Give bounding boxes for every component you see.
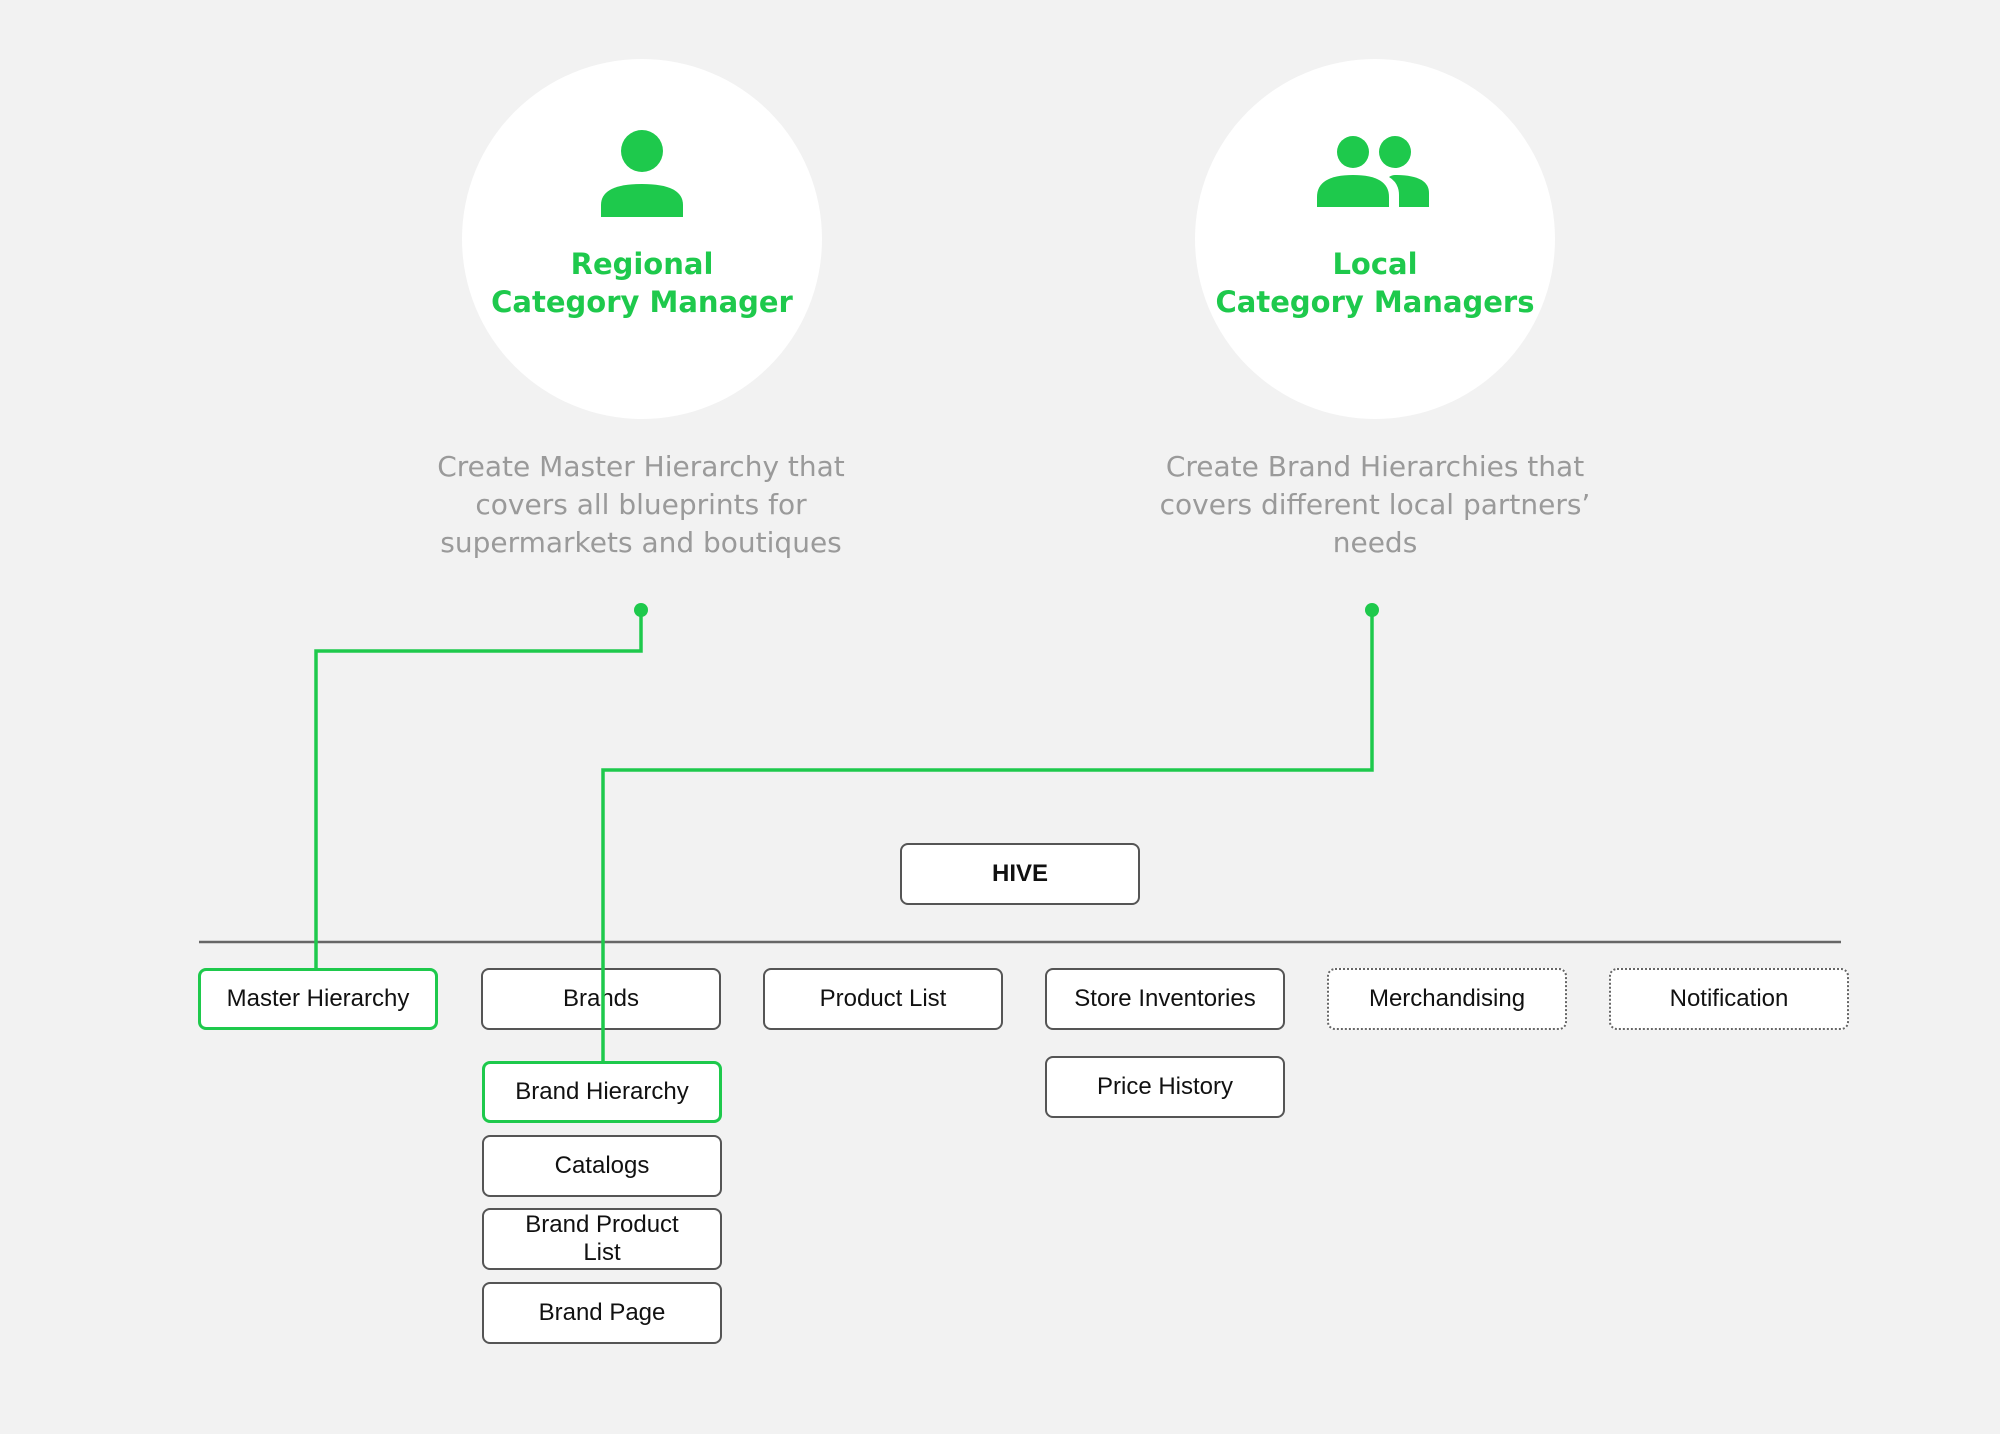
product-list-node[interactable]: Product List xyxy=(763,968,1003,1030)
regional-desc-line-1: Create Master Hierarchy that xyxy=(437,450,845,483)
regional-connector-line xyxy=(314,610,643,968)
catalogs-node[interactable]: Catalogs xyxy=(482,1135,722,1197)
brands-node[interactable]: Brands xyxy=(481,968,721,1030)
brand-product-list-line-2: List xyxy=(583,1239,621,1266)
brand-product-list-line-1: Brand Product xyxy=(525,1211,679,1238)
price-history-node[interactable]: Price History xyxy=(1045,1056,1285,1118)
local-desc-line-1: Create Brand Hierarchies that xyxy=(1165,450,1585,483)
regional-desc-line-3: supermarkets and boutiques xyxy=(440,526,842,559)
master-hierarchy-node[interactable]: Master Hierarchy xyxy=(198,968,438,1030)
brand-page-node[interactable]: Brand Page xyxy=(482,1282,722,1344)
brand-hierarchy-node[interactable]: Brand Hierarchy xyxy=(482,1061,722,1123)
store-inventories-node[interactable]: Store Inventories xyxy=(1045,968,1285,1030)
notification-node[interactable]: Notification xyxy=(1609,968,1849,1030)
local-title-line-2: Category Managers xyxy=(1215,285,1535,319)
local-desc-line-3: needs xyxy=(1332,526,1418,559)
hive-root-node[interactable]: HIVE xyxy=(900,843,1140,905)
regional-title-line-1: Regional xyxy=(570,247,714,281)
local-connector-dot xyxy=(1365,603,1379,617)
people-icon xyxy=(1317,136,1429,207)
merchandising-node[interactable]: Merchandising xyxy=(1327,968,1567,1030)
regional-connector-dot xyxy=(634,603,648,617)
local-desc-line-2: covers different local partners’ xyxy=(1159,488,1591,521)
regional-title-line-2: Category Manager xyxy=(491,285,793,319)
local-persona-circle: Local Category Managers xyxy=(1195,59,1555,419)
local-persona-title: Local Category Managers xyxy=(1195,245,1555,321)
brand-product-list-node[interactable]: Brand Product List xyxy=(482,1208,722,1270)
local-persona-description: Create Brand Hierarchies that covers dif… xyxy=(1145,448,1605,562)
regional-desc-line-2: covers all blueprints for xyxy=(475,488,807,521)
local-title-line-1: Local xyxy=(1332,247,1418,281)
regional-persona-description: Create Master Hierarchy that covers all … xyxy=(411,448,871,562)
regional-persona-circle: Regional Category Manager xyxy=(462,59,822,419)
person-icon xyxy=(601,130,683,217)
regional-persona-title: Regional Category Manager xyxy=(462,245,822,321)
